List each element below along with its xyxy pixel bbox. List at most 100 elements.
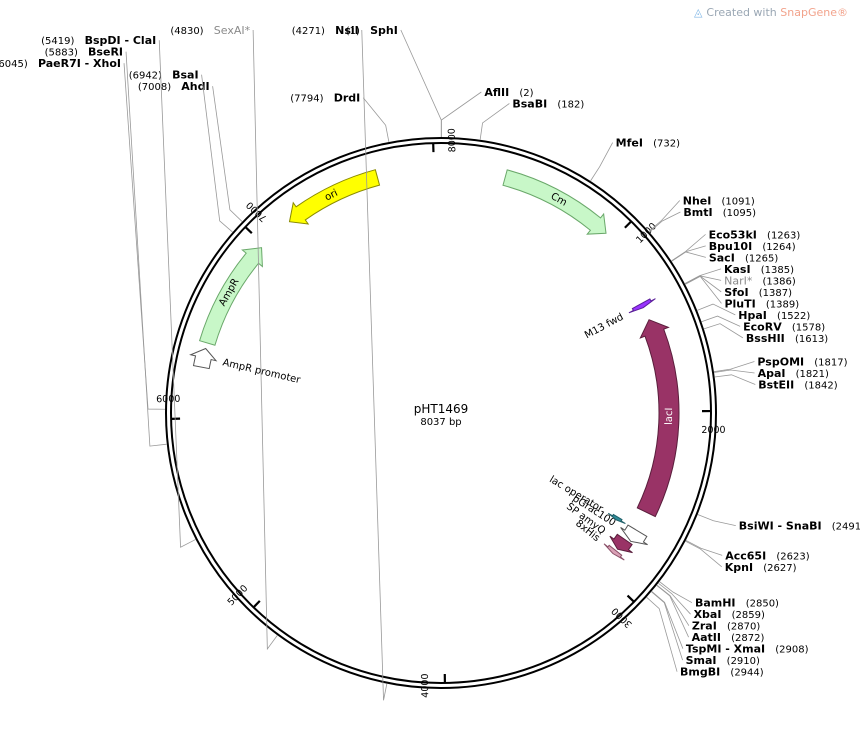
tick-mark: [624, 220, 633, 229]
feature-ampr-promoter-label: AmpR promoter: [221, 357, 302, 386]
credit-mark: ®: [837, 6, 848, 19]
site-apai: ApaI (1821): [713, 362, 829, 381]
site-label: (7794) DrdI: [290, 87, 360, 106]
feature-ori-arrow: [288, 169, 381, 225]
site-ahdi: (7008) AhdI: [138, 80, 243, 222]
site-leader-line: [685, 540, 723, 568]
site-label: PluTI (1389): [724, 292, 799, 311]
feature-laci-arrow: [636, 319, 680, 518]
site-bsteii: BstEII (1842): [714, 374, 838, 393]
feature-8xhis-arrow: [603, 543, 625, 561]
site-label: SfoI (1387): [724, 281, 792, 300]
site-leader-line: [125, 51, 167, 447]
site-mfei: MfeI (732): [590, 132, 680, 182]
site-label: BsaBI (182): [512, 93, 584, 112]
tick-mark: [626, 594, 635, 603]
site-label: BamHI (2850): [695, 592, 779, 611]
plasmid-name: pHT1469: [414, 402, 469, 416]
site-leader-line: [656, 585, 689, 638]
site-leader-line: [713, 369, 755, 374]
site-pspomi: PspOMI (1817): [713, 351, 848, 373]
site-bamhi: BamHI (2850): [659, 581, 779, 611]
site-leader-line: [646, 596, 678, 672]
site-leader-line: [701, 315, 741, 327]
feature-sp-amyq-arrow: [609, 533, 633, 554]
site-leader-line: [671, 245, 706, 262]
tick-label: 6000: [156, 394, 180, 406]
snapgene-credit: ◬Created with SnapGene®: [694, 6, 848, 19]
site-acc65i: Acc65I (2623): [685, 540, 810, 563]
site-sfoi: SfoI (1387): [684, 275, 792, 300]
feature-ampr-promoter-arrow: [189, 347, 218, 370]
site-label: MfeI (732): [616, 132, 680, 151]
site-label: KasI (1385): [724, 258, 794, 277]
site-saci: SacI (1265): [671, 251, 778, 264]
site-label: NheI (1091): [683, 189, 755, 208]
backbone-outer-strand: [165, 137, 717, 689]
site-label: HpaI (1522): [738, 304, 810, 323]
site-leader-line: [658, 582, 691, 615]
credit-brand: SnapGene: [780, 6, 837, 19]
site-label: AflII (2): [484, 81, 533, 100]
site-label: KpnI (2627): [725, 556, 797, 575]
plasmid-length: 8037 bp: [420, 417, 461, 428]
site-bsshii: BssHII (1613): [703, 323, 828, 346]
site-xbai: XbaI (2859): [658, 582, 765, 622]
site-zrai: ZraI (2870): [656, 584, 760, 633]
site-label: BsiWI - SnaBI (2491): [739, 515, 860, 534]
site-label: BssHII (1613): [746, 327, 828, 346]
site-leader-line: [479, 103, 510, 140]
feature-cm-arrow: [502, 169, 607, 235]
site-leader-line: [651, 591, 683, 661]
site-leader-line: [659, 581, 693, 604]
site-smai: SmaI (2910): [651, 591, 760, 668]
site-nsii: (4271) NsiI: [292, 24, 388, 701]
site-pluti: PluTI (1389): [684, 275, 799, 311]
feature-laci-label: lacI: [664, 408, 675, 426]
site-label: (1) SphI: [346, 19, 398, 38]
site-label: (5419) BspDI - ClaI: [41, 29, 156, 48]
site-sexai: (4830) SexAI*: [170, 19, 278, 651]
site-label: SmaI (2910): [686, 649, 760, 668]
site-nhei: NheI (1091): [648, 189, 755, 232]
site-leader-line: [714, 374, 756, 385]
site-leader-line: [713, 361, 755, 373]
site-leader-line: [684, 275, 722, 293]
site-label: EcoRV (1578): [743, 315, 825, 334]
restriction-sites: AflII (2)BsaBI (182) MfeI (732) NheI (1091…: [0, 19, 860, 701]
site-bsai: (6942) BsaI: [129, 69, 233, 233]
tick-label: 8000: [447, 128, 459, 152]
tick-label: 5000: [226, 583, 251, 608]
site-label: BmgBI (2944): [680, 661, 764, 680]
site-kpni: KpnI (2627): [685, 540, 797, 575]
site-ecorv: EcoRV (1578): [701, 315, 825, 334]
site-aatii: AatII (2872): [656, 585, 765, 645]
site-sphi: (1) SphI: [346, 19, 442, 138]
site-label: BstEII (1842): [758, 374, 837, 393]
site-label: AatII (2872): [692, 626, 765, 645]
tick-mark: [252, 600, 261, 609]
site-bseri: (5883) BseRI: [45, 46, 167, 447]
tick-mark: [244, 226, 253, 234]
tick-label: 2000: [701, 425, 725, 436]
site-label: PspOMI (1817): [757, 351, 847, 370]
site-label: XbaI (2859): [694, 603, 765, 622]
site-label: Bpu10I (1264): [709, 235, 796, 254]
site-label: Acc65I (2623): [725, 544, 809, 563]
site-label: (6045) PaeR7I - XhoI: [0, 52, 121, 71]
site-bmgbi: BmgBI (2944): [646, 596, 764, 680]
site-bsabi: BsaBI (182): [479, 93, 584, 140]
site-label: ApaI (1821): [758, 362, 829, 381]
feature-pgrac100-arrow: [620, 524, 648, 546]
site-leader-line: [703, 323, 744, 339]
site-label: NarI* (1386): [724, 269, 796, 288]
site-leader-line: [685, 540, 723, 556]
site-bspdi-clai: (5419) BspDI - ClaI: [41, 29, 196, 548]
site-label: (4830) SexAI*: [170, 19, 250, 38]
feature-ampr-arrow: [198, 247, 263, 346]
site-drdi: (7794) DrdI: [290, 87, 390, 143]
plasmid-backbone: [165, 137, 717, 689]
site-bsiwi-snabi: BsiWI - SnaBI (2491): [697, 514, 860, 534]
feature-m13-fwd-label: M13 fwd: [583, 312, 626, 342]
credit-prefix: Created with: [706, 6, 777, 19]
